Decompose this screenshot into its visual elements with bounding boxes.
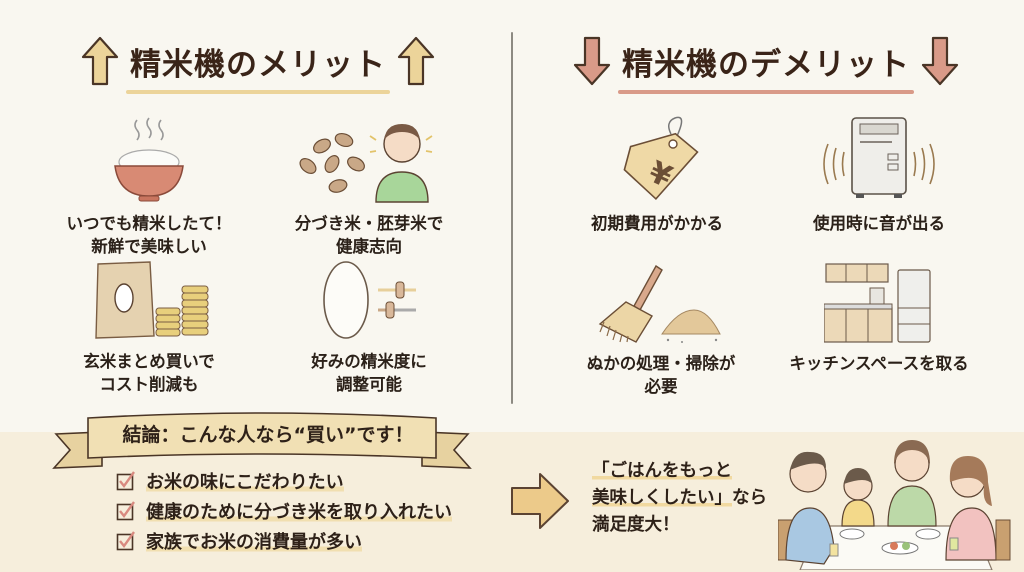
demerit-label: 使用時に音が出る (813, 214, 945, 233)
steaming-rice-bowl-icon (114, 117, 184, 202)
merit-header: 精米機のメリット (80, 26, 436, 96)
checklist-item: お米の味にこだわりたい (116, 466, 452, 496)
merit-title: 精米機のメリット (120, 39, 396, 94)
noisy-machine-icon (823, 117, 935, 198)
rice-grains-healthy-person-icon (299, 124, 433, 203)
kitchen-space-icon (824, 263, 931, 343)
demerit-label: ぬかの処理・掃除が 必要 (586, 354, 736, 396)
demerit-title-underline (618, 89, 914, 94)
checklist-item: 家族でお米の消費量が多い (116, 526, 452, 556)
up-arrow-icon (397, 36, 435, 86)
merit-label: いつでも精米したて！ 新鮮で美味しい (66, 214, 232, 256)
demerit-item-noise: 使用時に音が出る (774, 114, 984, 235)
merit-title-text: 精米機のメリット (130, 46, 386, 83)
demerit-item-space: キッチンスペースを取る (774, 262, 984, 375)
merit-item-cost: 玄米まとめ買いで コスト削減も (44, 258, 254, 396)
down-arrow-icon (921, 36, 959, 86)
rice-grain-slider-icon (323, 261, 416, 339)
merit-label: 玄米まとめ買いで コスト削減も (83, 352, 215, 394)
rice-bag-coins-icon (95, 261, 209, 339)
checklist-text: 家族でお米の消費量が多い (146, 528, 362, 554)
checklist-text: お米の味にこだわりたい (146, 468, 344, 494)
conclusion-banner-text: 結論：こんな人なら“買い”です！ (122, 424, 414, 446)
merit-item-fresh: いつでも精米したて！ 新鮮で美味しい (44, 112, 254, 258)
checkbox-checked-icon (116, 501, 135, 521)
checklist: お米の味にこだわりたい 健康のために分づき米を取り入れたい 家族でお米の消費量が… (116, 466, 452, 556)
result-text: 「ごはんをもっと 美味しくしたい」なら 満足度大！ (592, 458, 767, 539)
result-line-3: 満足度大！ (592, 515, 680, 535)
merit-label: 分づき米・胚芽米で 健康志向 (294, 214, 444, 256)
demerit-item-cost: ¥ 初期費用がかかる (552, 114, 762, 235)
result-line-1: 「ごはんをもっと (592, 461, 732, 481)
right-arrow-icon (511, 473, 569, 529)
merit-item-health: 分づき米・胚芽米で 健康志向 (264, 112, 474, 258)
conclusion-banner: 結論：こんな人なら“買い”です！ (52, 410, 472, 469)
checklist-item: 健康のために分づき米を取り入れたい (116, 496, 452, 526)
yen-price-tag-icon: ¥ (623, 116, 699, 201)
demerit-label: キッチンスペースを取る (789, 354, 969, 373)
demerit-item-bran: ぬかの処理・掃除が 必要 (556, 262, 766, 398)
demerit-title: 精米機のデメリット (612, 39, 920, 94)
demerit-title-text: 精米機のデメリット (622, 46, 910, 83)
result-line-2-highlight: 美味しくしたい」 (592, 488, 732, 508)
merit-title-underline (126, 89, 390, 94)
result-line-2-rest: なら (732, 488, 767, 508)
demerit-header: 精米機のデメリット (572, 26, 960, 96)
demerit-label: 初期費用がかかる (591, 214, 723, 233)
merit-item-adjust: 好みの精米度に 調整可能 (264, 258, 474, 396)
checkbox-checked-icon (116, 471, 135, 491)
family-dining-illustration (778, 440, 1011, 570)
merit-label: 好みの精米度に 調整可能 (311, 352, 427, 394)
checklist-text: 健康のために分づき米を取り入れたい (146, 498, 452, 524)
column-divider (511, 32, 513, 404)
down-arrow-icon (573, 36, 611, 86)
checkbox-checked-icon (116, 531, 135, 551)
up-arrow-icon (81, 36, 119, 86)
brush-bran-pile-icon (598, 264, 721, 343)
ribbon-banner-icon (52, 412, 472, 469)
